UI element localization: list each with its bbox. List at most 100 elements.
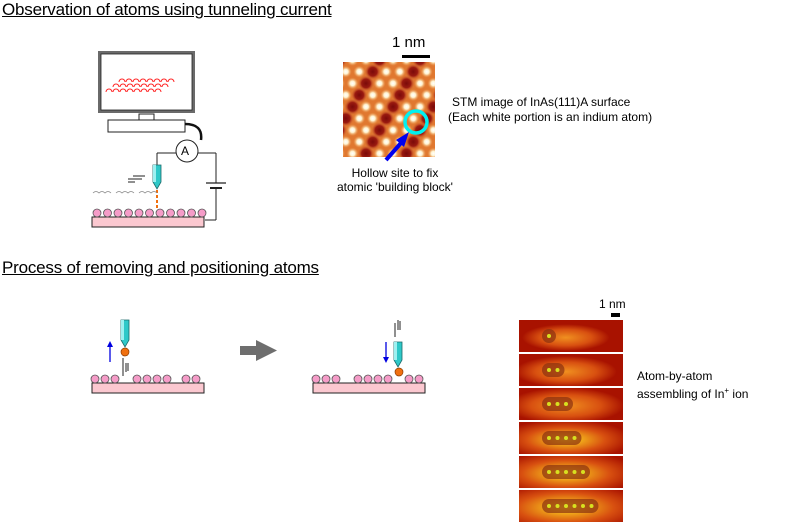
stm-atom bbox=[346, 124, 359, 137]
stm-caption-line2: (Each white portion is an indium atom) bbox=[448, 110, 653, 124]
stm-atom bbox=[326, 89, 338, 101]
picked-atom bbox=[120, 347, 130, 357]
stm-hollow bbox=[344, 98, 361, 115]
stm-atom bbox=[326, 112, 338, 124]
assembled-atom bbox=[572, 504, 577, 508]
assembled-atom bbox=[547, 504, 551, 508]
surface-atom bbox=[103, 208, 112, 218]
stm-atom bbox=[346, 77, 359, 90]
assembled-atom bbox=[589, 504, 594, 508]
stm-atom bbox=[427, 77, 435, 90]
stm-atom bbox=[374, 31, 386, 43]
motion-lines-removing bbox=[122, 358, 129, 376]
stm-hollow bbox=[391, 87, 408, 104]
surface-atom bbox=[311, 374, 321, 384]
stm-atom bbox=[306, 124, 318, 136]
stm-atom bbox=[353, 135, 366, 148]
assembled-atom bbox=[555, 368, 560, 372]
stm-hollow bbox=[343, 110, 354, 127]
stm-atom bbox=[434, 138, 435, 145]
substrate-observation bbox=[91, 216, 205, 228]
screen-atom-arc bbox=[153, 78, 161, 83]
screen-atom-arc bbox=[133, 88, 141, 93]
stm-atom bbox=[353, 42, 365, 54]
stm-tip-removing bbox=[120, 319, 130, 348]
stm-hollow bbox=[345, 29, 361, 45]
stm-atom bbox=[306, 77, 318, 89]
stm-hollow bbox=[405, 133, 422, 150]
assembled-atom bbox=[547, 368, 551, 372]
surface-atom bbox=[152, 374, 162, 384]
stm-atom bbox=[407, 89, 420, 102]
assembled-atom bbox=[547, 436, 551, 440]
caption-superscript: + bbox=[724, 386, 730, 395]
surface-atom bbox=[176, 208, 186, 218]
surface-atom bbox=[363, 374, 373, 384]
surface-atom bbox=[353, 374, 363, 384]
stm-hollow bbox=[343, 62, 347, 67]
stm-atom bbox=[387, 62, 399, 66]
surface-atom bbox=[383, 374, 393, 384]
motion-lines-positioning bbox=[394, 320, 401, 337]
stm-atom bbox=[448, 42, 460, 54]
stm-atom bbox=[427, 124, 435, 137]
assembled-atom bbox=[547, 402, 551, 406]
stm-hollow bbox=[358, 75, 374, 92]
stm-atom bbox=[414, 147, 426, 157]
stm-atom bbox=[400, 124, 413, 137]
surface-atom bbox=[145, 208, 154, 218]
stm-atom bbox=[387, 147, 399, 157]
screen-atom-arc bbox=[147, 83, 155, 88]
stm-atom bbox=[313, 66, 325, 78]
stm-atom bbox=[360, 100, 372, 113]
substrate-removing bbox=[91, 382, 205, 394]
stm-atom bbox=[366, 89, 379, 102]
stm-atom bbox=[400, 100, 413, 113]
screen-atom-arc bbox=[154, 88, 162, 93]
screen-atom-arc bbox=[167, 78, 175, 83]
surface-atom bbox=[373, 374, 383, 384]
stm-hollow bbox=[425, 98, 435, 115]
screen-atom-arc bbox=[132, 78, 140, 83]
stm-hollow bbox=[343, 123, 347, 138]
stm-atom bbox=[346, 147, 359, 157]
stm-apparatus-diagram bbox=[90, 51, 426, 394]
assembled-atom bbox=[564, 436, 568, 440]
stm-hollow bbox=[432, 89, 435, 102]
stm-atom bbox=[387, 124, 399, 137]
assembly-scale-label: 1 nm bbox=[599, 297, 626, 311]
surface-atom bbox=[321, 374, 331, 384]
assembled-atom bbox=[564, 470, 568, 474]
screen-atom-arc bbox=[112, 88, 120, 93]
stm-atom bbox=[380, 135, 393, 148]
substrate-positioning bbox=[312, 382, 426, 394]
stm-atom bbox=[343, 89, 352, 102]
stm-hollow bbox=[418, 110, 435, 127]
screen-atom-arc bbox=[140, 83, 148, 88]
assembly-frame bbox=[519, 354, 623, 386]
up-arrow-icon bbox=[107, 341, 113, 362]
placed-atom bbox=[394, 367, 404, 377]
surface-atom bbox=[100, 374, 110, 384]
hollow-site-label-line2: atomic 'building block' bbox=[337, 180, 453, 194]
ammeter-label: A bbox=[181, 144, 190, 158]
screen-atom-arc bbox=[133, 83, 141, 88]
stm-atom bbox=[380, 89, 393, 102]
stm-atom bbox=[393, 135, 406, 148]
stm-atom bbox=[353, 65, 366, 78]
stm-hollow bbox=[453, 52, 469, 68]
surface-atom bbox=[110, 374, 120, 384]
assembled-atom bbox=[547, 470, 551, 474]
screen-atom-arc bbox=[112, 83, 120, 88]
assembled-atom bbox=[581, 504, 585, 508]
stm-hollow bbox=[446, 134, 462, 150]
stm-hollow bbox=[378, 110, 395, 127]
stm-atom bbox=[333, 31, 345, 43]
stm-hollow bbox=[398, 145, 415, 157]
stm-tip bbox=[152, 164, 162, 190]
stm-atom bbox=[373, 100, 386, 113]
screen-atom-arc bbox=[160, 78, 168, 83]
stm-atom bbox=[320, 54, 332, 66]
stm-hollow bbox=[311, 87, 327, 103]
screen-atom-arc bbox=[119, 88, 127, 93]
